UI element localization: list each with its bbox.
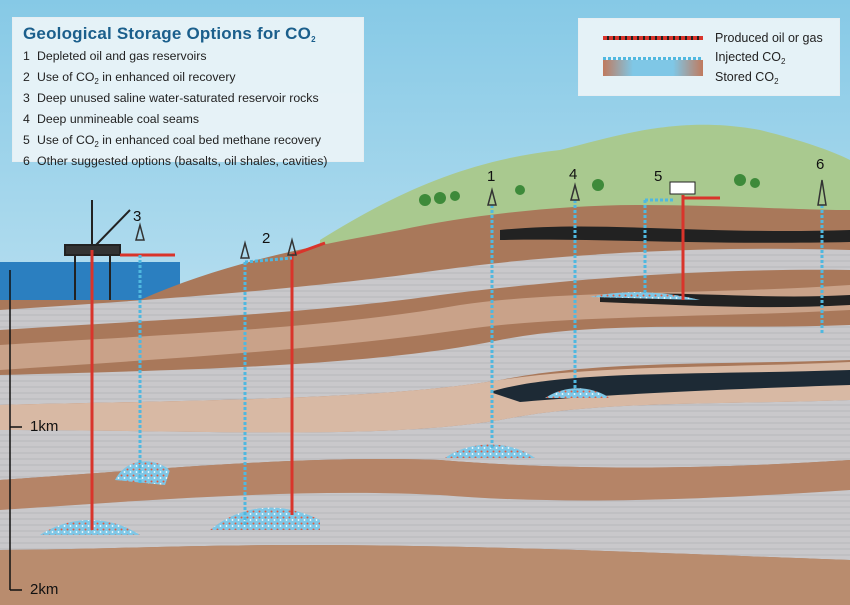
site-label-3: 3 xyxy=(133,208,142,225)
depth-2km-label: 2km xyxy=(30,581,59,598)
subscript: 2 xyxy=(94,77,99,86)
stored-co2 xyxy=(590,292,700,300)
option-number: 5 xyxy=(23,133,30,147)
depth-scale xyxy=(9,270,22,591)
drilling-rig-icon xyxy=(135,179,827,259)
option-number: 2 xyxy=(23,70,30,84)
subscript: 2 xyxy=(94,140,99,149)
depth-1km-label: 1km xyxy=(30,418,59,435)
option-item: 3 Deep unused saline water-saturated rese… xyxy=(23,90,353,111)
option-number: 6 xyxy=(23,154,30,168)
storage-options-panel: Geological Storage Options for CO2 1 Depl… xyxy=(12,17,364,168)
stored-co2 xyxy=(40,520,140,535)
produced-line-icon xyxy=(603,36,703,40)
option-text: Use of CO xyxy=(37,70,95,84)
site-label-6: 6 xyxy=(816,156,825,173)
option-text: in enhanced coal bed methane recovery xyxy=(98,133,322,147)
stored-co2 xyxy=(115,461,170,485)
option-item: 6 Other suggested options (basalts, oil s… xyxy=(23,153,353,174)
option-text: Other suggested options (basalts, oil sh… xyxy=(37,154,328,168)
building-icon xyxy=(669,181,696,195)
tree-icon xyxy=(419,174,760,206)
option-number: 4 xyxy=(23,112,30,126)
site-label-2: 2 xyxy=(262,230,271,247)
stored-co2 xyxy=(445,444,535,458)
option-item: 4 Deep unmineable coal seams xyxy=(23,111,353,132)
site-label-1: 1 xyxy=(487,168,496,185)
option-number: 1 xyxy=(23,49,30,63)
injected-line-icon xyxy=(603,56,703,60)
option-text: in enhanced oil recovery xyxy=(98,70,236,84)
site-label-5: 5 xyxy=(654,168,663,185)
panel-title: Geological Storage Options for CO2 xyxy=(23,24,316,44)
legend-label: Injected CO2 xyxy=(715,50,786,66)
coal-seam xyxy=(500,226,850,243)
site-label-4: 4 xyxy=(569,166,578,183)
legend: Produced oil or gas Injected CO2 Stored … xyxy=(578,18,840,96)
option-text: Deep unmineable coal seams xyxy=(37,112,200,126)
option-item: 5 Use of CO2 in enhanced coal bed methane… xyxy=(23,132,353,153)
legend-label: Stored CO2 xyxy=(715,70,779,86)
legend-label: Produced oil or gas xyxy=(715,31,823,45)
option-number: 3 xyxy=(23,91,30,105)
option-text: Depleted oil and gas reservoirs xyxy=(37,49,207,63)
option-text: Use of CO xyxy=(37,133,95,147)
stored-swatch-icon xyxy=(603,60,703,76)
option-item: 1 Depleted oil and gas reservoirs xyxy=(23,48,353,69)
option-text: Deep unused saline water-saturated reser… xyxy=(37,91,319,105)
stored-co2 xyxy=(545,388,610,398)
